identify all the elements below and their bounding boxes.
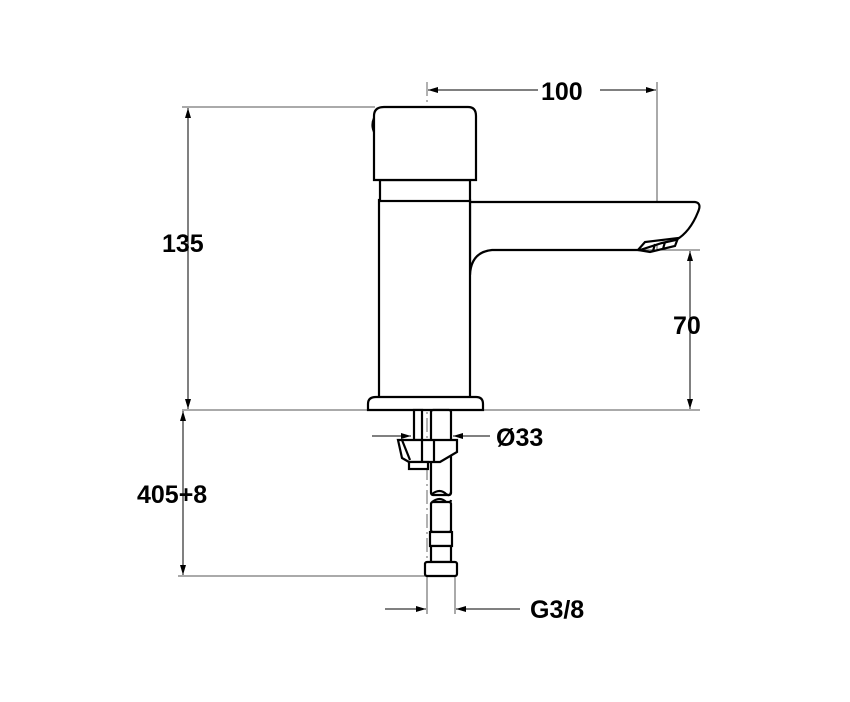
nut-small: [407, 460, 430, 471]
hose-ferrule: [429, 544, 453, 564]
fixing-and-hose: [396, 408, 459, 578]
dim-33-label: Ø33: [496, 424, 543, 452]
tap: [366, 105, 701, 412]
handle: [372, 105, 478, 182]
fixing-bracket: [396, 438, 459, 464]
dim-405-label: 405+8: [137, 481, 207, 509]
collar: [378, 178, 472, 203]
aerator: [635, 236, 680, 254]
hose-lower: [429, 500, 453, 534]
dimension-lines: [180, 87, 693, 612]
body: [377, 198, 472, 400]
dim-70-label: 70: [673, 312, 701, 340]
threaded-rod: [412, 408, 424, 442]
g38-nut: [423, 560, 459, 578]
dim-100-label: 100: [541, 78, 583, 106]
spout: [468, 200, 701, 276]
dim-g38-label: G3/8: [530, 596, 584, 624]
dim-135-label: 135: [162, 230, 204, 258]
base: [366, 395, 485, 412]
hose-ring: [428, 530, 454, 548]
